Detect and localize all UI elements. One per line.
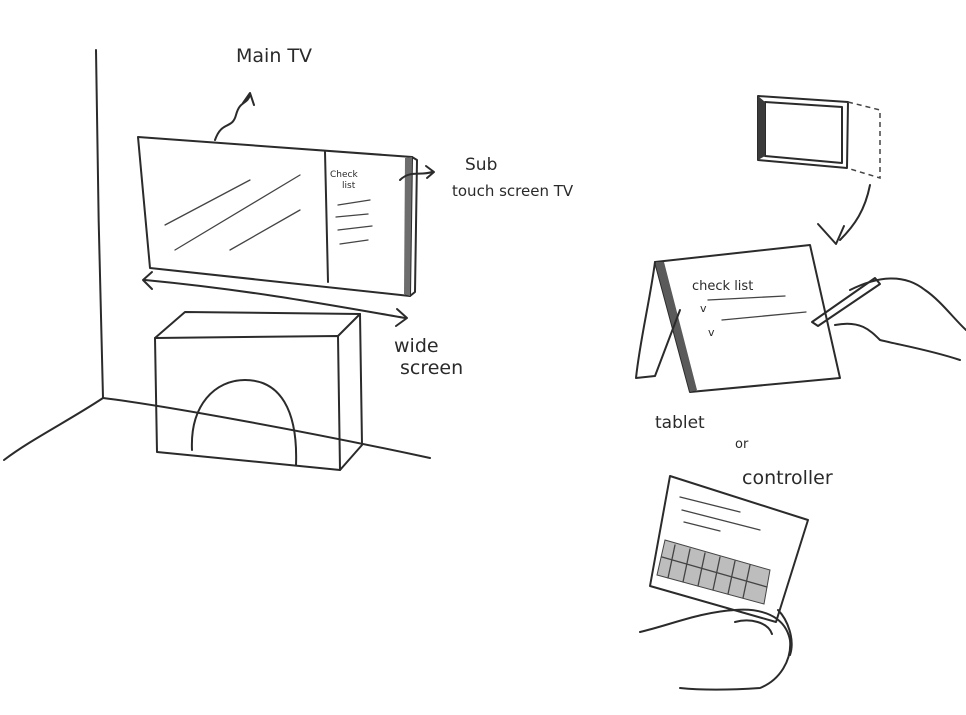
- main-tv-arrow-icon: [215, 93, 254, 140]
- controller-label: controller: [742, 467, 833, 489]
- main-tv: [138, 137, 417, 296]
- wide-label-line2: screen: [400, 357, 463, 379]
- main-tv-label: Main TV: [236, 45, 312, 67]
- hand-with-pen: [812, 278, 966, 360]
- wide-screen-arrow-icon: [143, 272, 407, 326]
- handheld-controller: [650, 476, 808, 622]
- wide-label-line1: wide: [394, 335, 439, 357]
- tablet-label: tablet: [655, 413, 705, 433]
- sub-panel-label-1: Check: [330, 170, 358, 180]
- room-corner: [4, 50, 430, 460]
- or-label: or: [735, 437, 749, 452]
- tablet-checklist-title: check list: [692, 279, 753, 294]
- sub-label-line2: touch screen TV: [452, 182, 574, 200]
- hand-holding-controller: [640, 610, 792, 690]
- tablet-device: [636, 245, 840, 392]
- tv-cabinet: [155, 312, 362, 470]
- down-arrow-icon: [818, 185, 870, 244]
- tablet-item-1: v: [700, 302, 707, 315]
- sub-label-line1: Sub: [465, 155, 497, 175]
- sub-panel-label-2: list: [342, 181, 356, 191]
- wall-screen: [758, 96, 880, 178]
- tablet-item-2: v: [708, 326, 715, 339]
